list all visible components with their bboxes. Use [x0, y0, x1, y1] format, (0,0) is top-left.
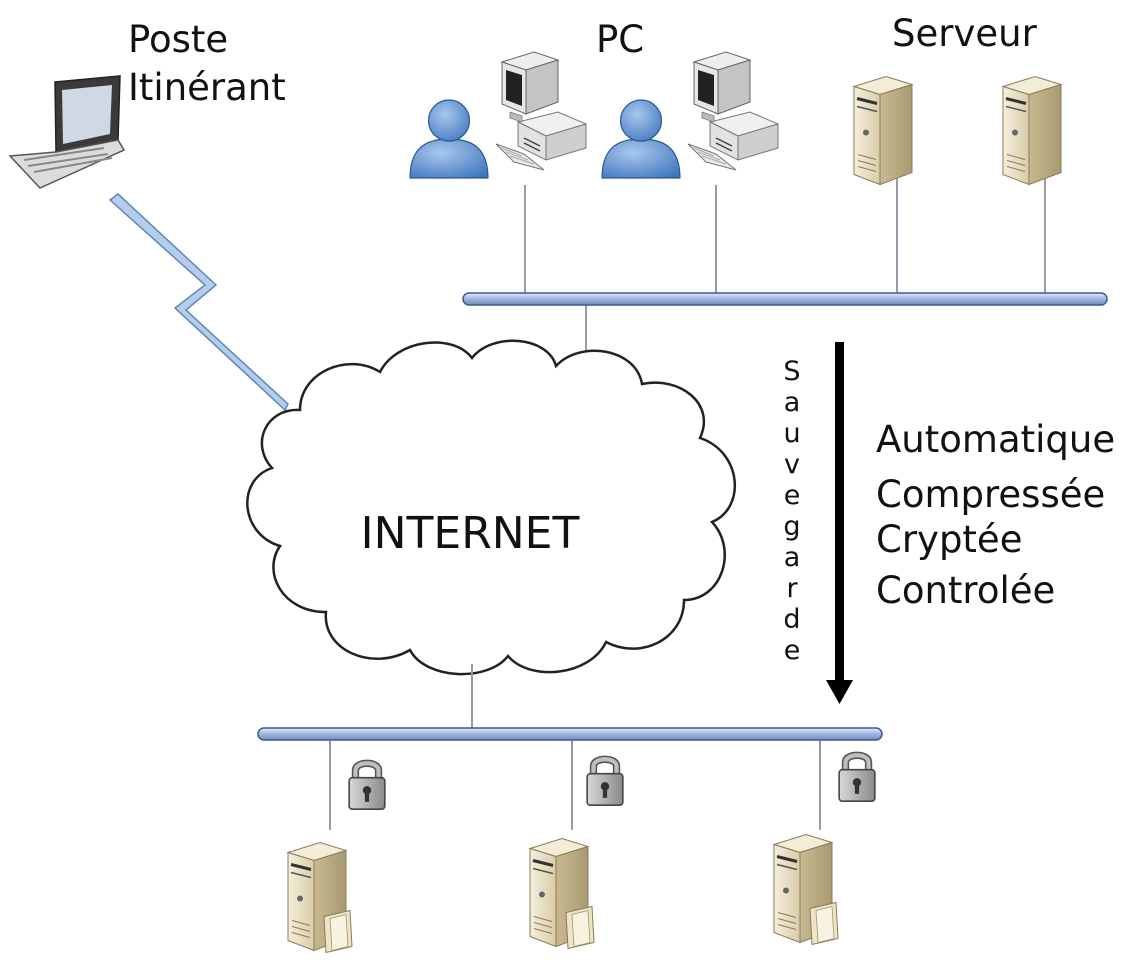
- padlock-icon: [839, 755, 875, 801]
- desktop-computer-icon: [687, 51, 779, 171]
- backup-property-1: Automatique: [876, 418, 1115, 461]
- backup-property-4: Controlée: [876, 569, 1055, 612]
- backup-property-2: Compressée: [876, 473, 1105, 516]
- wireless-link: [108, 193, 289, 412]
- server-icon: [852, 74, 914, 187]
- internet-label: INTERNET: [361, 508, 580, 559]
- pc-2: [601, 51, 779, 179]
- server-label: Serveur: [892, 12, 1038, 55]
- roaming-label-line1: Poste: [128, 18, 228, 61]
- pc-1: [409, 51, 587, 179]
- desktop-computer-icon: [495, 51, 587, 171]
- internet-cloud: [246, 339, 736, 676]
- user-icon: [409, 99, 489, 179]
- backup-arrow: [826, 342, 853, 704]
- pc-label: PC: [596, 18, 644, 61]
- roaming-label-line2: Itinérant: [128, 66, 286, 109]
- backup-server-icon: [530, 839, 594, 949]
- backup-property-3: Cryptée: [876, 518, 1022, 561]
- backup-server-icon: [288, 843, 352, 953]
- padlock-icon: [587, 759, 623, 805]
- user-icon: [601, 99, 681, 179]
- server-icon: [1001, 74, 1063, 187]
- padlock-icon: [349, 763, 385, 809]
- bottom-lan-bus: [257, 664, 883, 830]
- backup-server-icon: [774, 835, 838, 945]
- laptop-icon: [8, 75, 126, 189]
